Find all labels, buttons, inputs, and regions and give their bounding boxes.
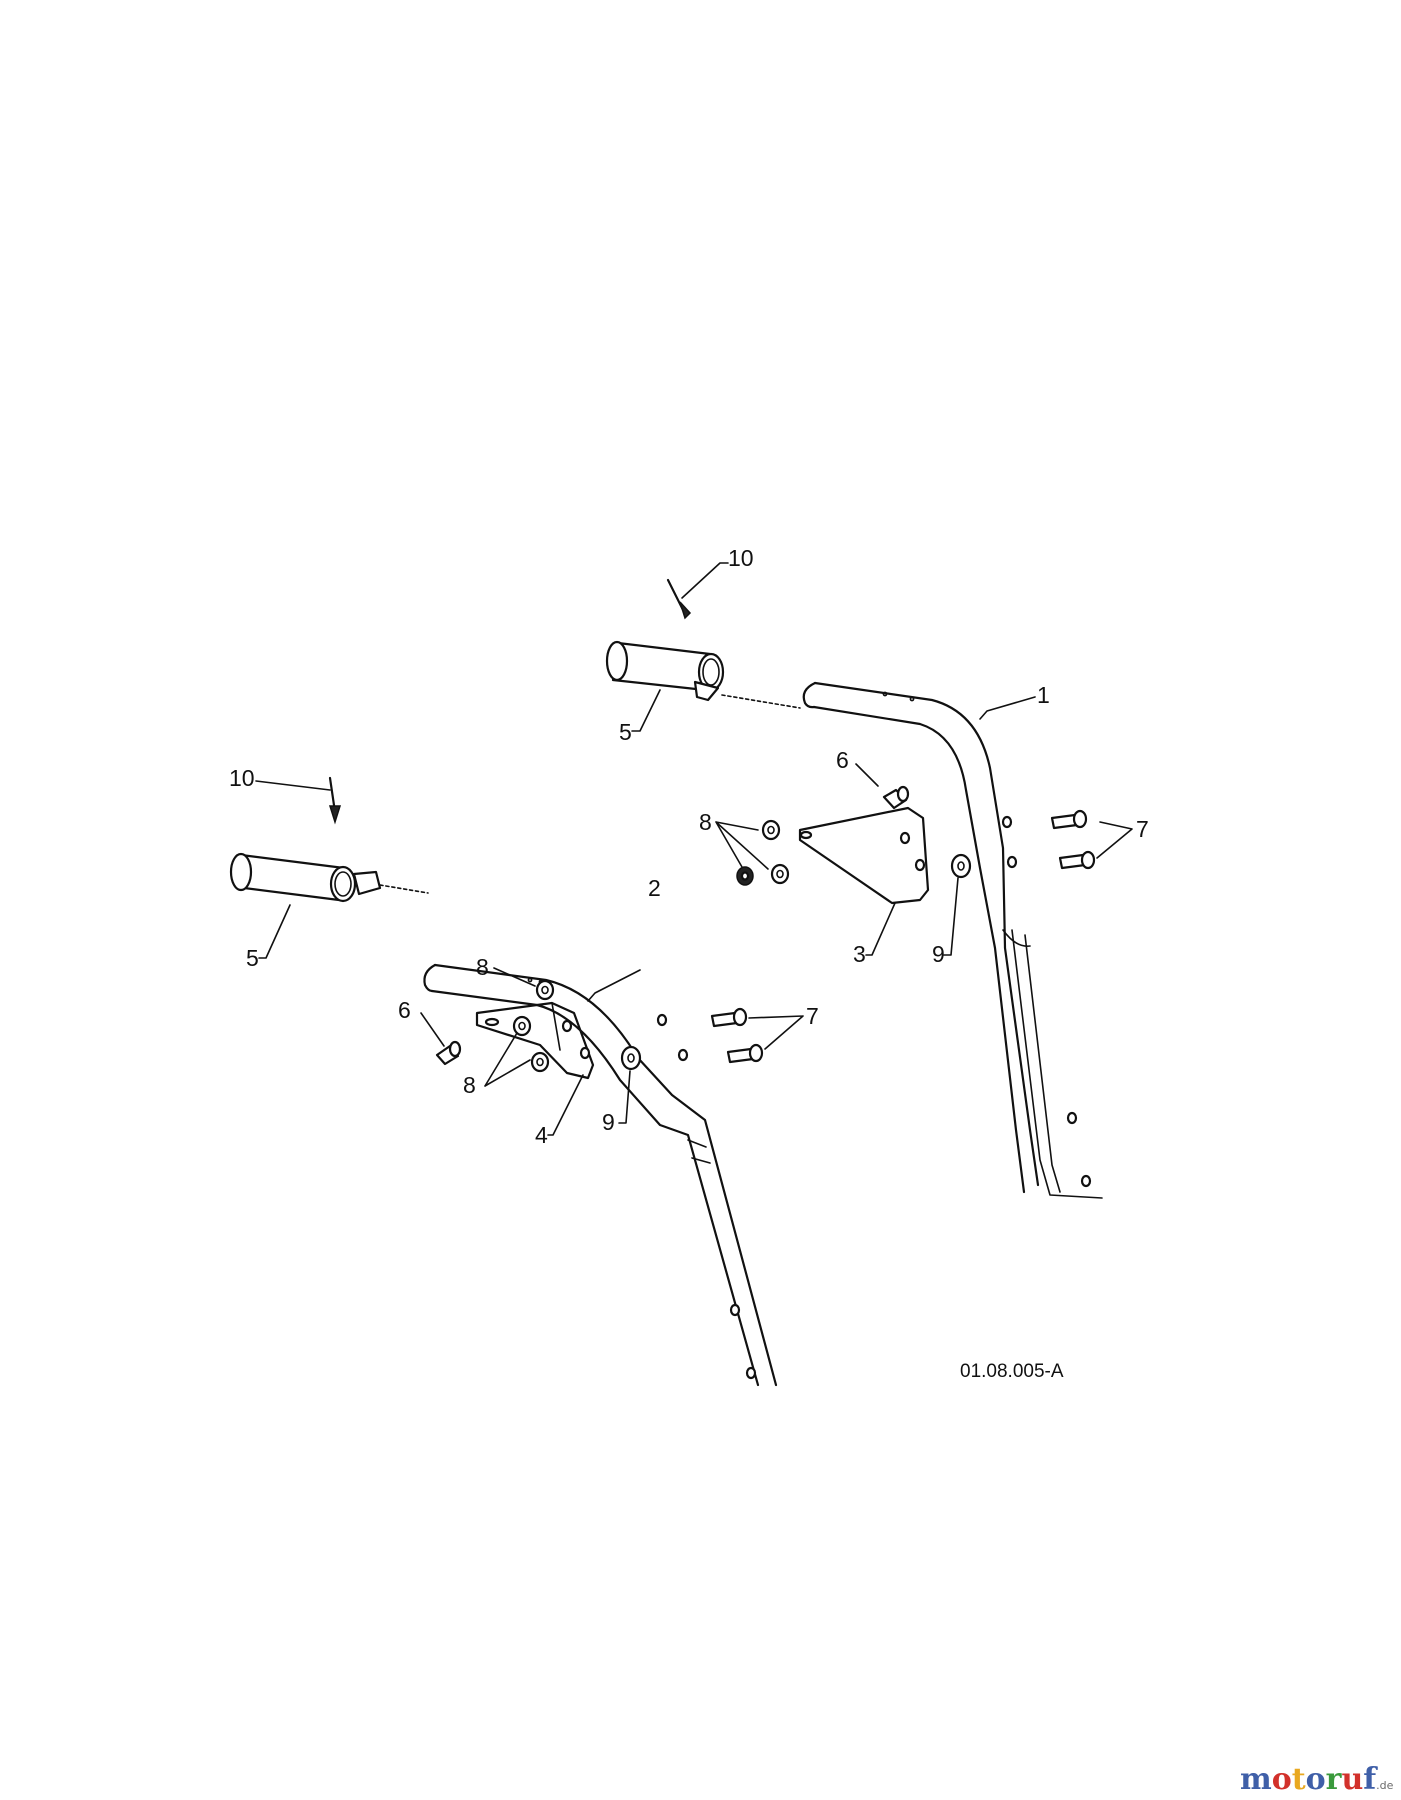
bolt-6-right (882, 785, 910, 810)
callout-8-right: 8 (699, 809, 712, 835)
callout-6-right: 6 (836, 747, 849, 773)
grip-left (229, 852, 429, 903)
bracket-right (798, 806, 930, 905)
washer-9-right (950, 853, 972, 879)
leader-lines (258, 689, 1133, 1136)
callout-9-right: 9 (932, 941, 945, 967)
callout-2: 2 (648, 875, 661, 901)
pin-left (255, 776, 342, 825)
bracket-left (475, 1001, 595, 1080)
watermark-letter: m (1240, 1762, 1272, 1797)
grip-right (605, 640, 801, 709)
bolts-7-left (710, 1007, 764, 1064)
watermark-letter: u (1341, 1762, 1364, 1797)
watermark-letter: t (1291, 1762, 1306, 1797)
upper-handle-right (802, 681, 1103, 1199)
callout-8-left-top: 8 (476, 954, 489, 980)
washer-9-left (620, 1045, 642, 1071)
watermark-suffix: .de (1376, 1779, 1394, 1792)
watermark-letters: motoruf (1240, 1762, 1376, 1797)
callout-3: 3 (853, 941, 866, 967)
motoruf-watermark: motoruf.de (1240, 1762, 1393, 1797)
callout-10-left: 10 (229, 765, 255, 791)
callout-5-left: 5 (246, 945, 259, 971)
bolts-7-right (1050, 809, 1096, 870)
callout-4: 4 (535, 1122, 548, 1148)
callout-6-left: 6 (398, 997, 411, 1023)
pin-right (666, 562, 729, 620)
watermark-letter: r (1325, 1762, 1342, 1797)
nuts-8-right (736, 819, 790, 886)
bolt-6-left (435, 1040, 462, 1066)
watermark-letter: o (1271, 1762, 1292, 1797)
callout-8-left-bottom: 8 (463, 1072, 476, 1098)
drawing-code: 01.08.005-A (960, 1361, 1064, 1382)
watermark-letter: f (1363, 1762, 1377, 1797)
callout-1: 1 (1037, 682, 1050, 708)
lower-handle-left (423, 963, 778, 1387)
callout-7-right: 7 (1136, 816, 1149, 842)
watermark-letter: o (1305, 1762, 1326, 1797)
callout-5-right: 5 (619, 719, 632, 745)
callout-10-right: 10 (728, 545, 754, 571)
callouts: 1 2 3 4 5 5 6 6 7 7 8 8 8 9 9 10 10 (229, 545, 1149, 1148)
nuts-8-left (512, 979, 555, 1073)
callout-7-left: 7 (806, 1003, 819, 1029)
callout-9-left: 9 (602, 1109, 615, 1135)
